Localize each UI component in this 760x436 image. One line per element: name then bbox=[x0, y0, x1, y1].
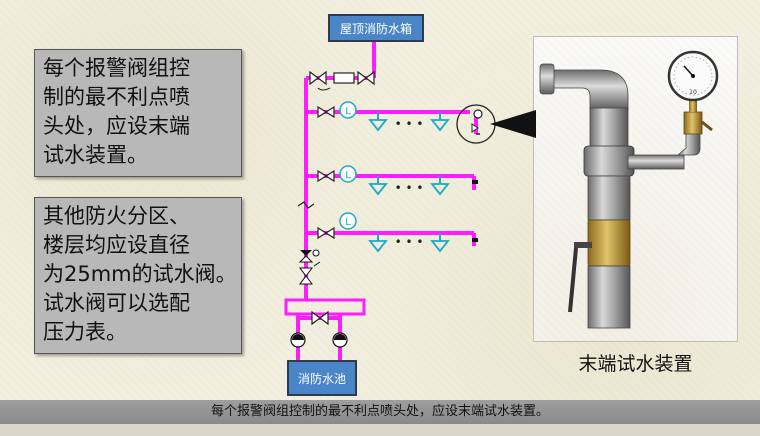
sprinkler-head-icon bbox=[432, 184, 448, 194]
valve-icon bbox=[300, 276, 312, 284]
ellipsis: • • • bbox=[395, 235, 424, 249]
test-valve-cap bbox=[472, 238, 478, 242]
flow-arrow-icon bbox=[318, 88, 330, 90]
gauge-icon bbox=[474, 110, 482, 118]
sprinkler-head-icon bbox=[370, 241, 386, 251]
flow-switch-letter: L bbox=[345, 170, 351, 181]
top-valves bbox=[310, 72, 374, 90]
test-valve-cap bbox=[472, 180, 478, 184]
check-valve-icon bbox=[300, 256, 312, 262]
sprinkler-head-icon bbox=[432, 241, 448, 251]
sprinkler-head-icon bbox=[370, 184, 386, 194]
branch-1-devices: L • • • bbox=[318, 102, 536, 143]
pointer-wedge bbox=[490, 110, 536, 138]
end-test-device-photo: 10 bbox=[540, 52, 717, 328]
roof-water-tank: 屋顶消防水箱 bbox=[328, 14, 424, 42]
check-valve-icon bbox=[334, 73, 354, 83]
pump-header bbox=[286, 300, 364, 314]
alarm-valve-group bbox=[300, 250, 320, 284]
valve-icon bbox=[318, 171, 326, 181]
valve-icon bbox=[318, 228, 326, 238]
valve-icon bbox=[318, 72, 326, 84]
pipes bbox=[286, 40, 476, 360]
ellipsis: • • • bbox=[395, 117, 424, 131]
sprinkler-head-icon bbox=[370, 120, 386, 130]
photo-caption: 末端试水装置 bbox=[533, 349, 738, 376]
flow-switch-letter: L bbox=[345, 106, 351, 117]
sprinkler-head-icon bbox=[432, 120, 448, 130]
check-valve-icon bbox=[300, 250, 312, 256]
valve-icon bbox=[366, 72, 374, 84]
valve-icon bbox=[326, 228, 334, 238]
valve-icon bbox=[318, 107, 326, 117]
branch-2-devices: L • • • bbox=[318, 166, 478, 195]
valve-icon bbox=[358, 72, 366, 84]
footer-strip bbox=[0, 424, 760, 436]
gauge-icon bbox=[313, 250, 319, 256]
ellipsis: • • • bbox=[395, 181, 424, 195]
valve-icon bbox=[326, 107, 334, 117]
fire-water-pool: 消防水池 bbox=[287, 360, 357, 396]
flow-switch-letter: L bbox=[345, 217, 351, 228]
valve-icon bbox=[300, 268, 312, 276]
valve-icon bbox=[326, 171, 334, 181]
footer-caption: 每个报警阀组控制的最不利点喷头处，应设末端试水装置。 bbox=[0, 400, 760, 424]
valve-icon bbox=[310, 72, 318, 84]
gauge-digits: 10 bbox=[689, 89, 697, 96]
